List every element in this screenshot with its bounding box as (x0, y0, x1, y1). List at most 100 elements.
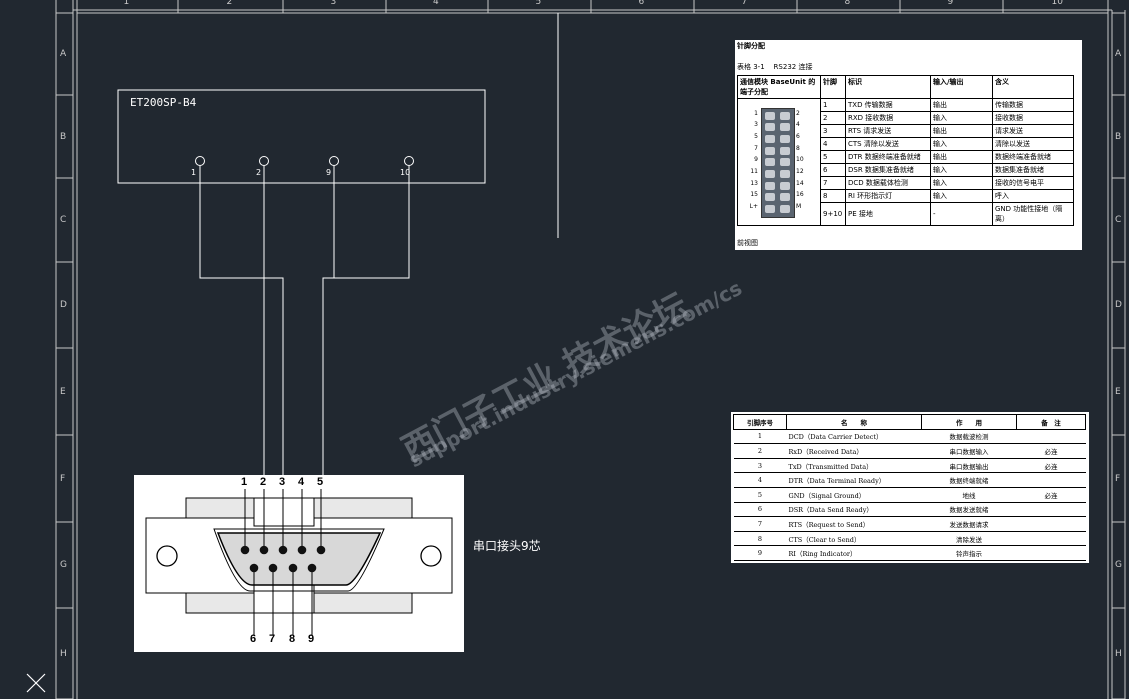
module-pin-label-2: 2 (256, 168, 262, 177)
pin-table-cell: 接收的信号电平 (992, 176, 1074, 190)
terminal-slot (780, 193, 790, 202)
signal-table-cell: 数据载波检测 (921, 429, 1017, 445)
pin-assignment-panel[interactable]: 针脚分配 表格 3-1 RS232 连接 通信模块 BaseUnit 的端子分配… (735, 40, 1082, 250)
terminal-slot (765, 170, 775, 178)
pin-table-cell: 5 (820, 150, 846, 164)
pin-table-cell: CTS 清除以发送 (845, 137, 931, 151)
signal-table-cell (1016, 531, 1086, 547)
pin-table-cell: 输出 (930, 98, 993, 112)
signal-table-cell (1016, 502, 1086, 518)
pin-header-terminal: 通信模块 BaseUnit 的端子分配 (737, 75, 821, 99)
pin-table-cell: 数据终端准备就绪 (992, 150, 1074, 164)
pin-table-cell: - (930, 202, 993, 226)
signal-table-cell: 5 (733, 487, 787, 503)
terminal-slot (780, 146, 790, 155)
frame-col-label: 3 (330, 0, 337, 7)
signal-table-cell (1016, 545, 1086, 561)
signal-table-cell: 串口数据输出 (921, 458, 1017, 474)
pin-table-cell: 接收数据 (992, 111, 1074, 125)
pin-table-cell: 4 (820, 137, 846, 151)
pin-header-id: 标识 (845, 75, 931, 99)
terminal-slot (765, 111, 775, 120)
terminal-number-right: M (796, 203, 802, 211)
pin-table-cell: PE 接地 (845, 202, 931, 226)
pin-table-cell: RI 环形指示灯 (845, 189, 931, 203)
signal-table-cell: RTS（Request to Send） (786, 516, 922, 532)
pin-table-cell: RTS 请求发送 (845, 124, 931, 138)
close-icon[interactable] (26, 673, 46, 693)
pin-table-cell: 输入 (930, 189, 993, 203)
signal-table-cell (1016, 516, 1086, 532)
pin-table-cell: 输入 (930, 176, 993, 190)
signal-header-note: 备 注 (1016, 414, 1086, 430)
signal-header-function: 作 用 (921, 414, 1017, 430)
terminal-slot (765, 205, 775, 214)
signal-table-cell: 9 (733, 545, 787, 561)
frame-row-label: B (60, 131, 67, 142)
terminal-number-right: 4 (796, 121, 800, 129)
signal-table-cell: CTS（Clear to Send） (786, 531, 922, 547)
pin-header-pin: 针脚 (820, 75, 846, 99)
wire-pin1-gnd-group (199, 166, 284, 478)
pin-table-cell: 1 (820, 98, 846, 112)
module-box[interactable] (117, 89, 486, 184)
signal-table-cell: DTR（Data Terminal Ready） (786, 472, 922, 488)
frame-ticks (56, 0, 1125, 699)
pin-table-footer: 前视图 (737, 239, 758, 247)
pin-header-meaning: 含义 (992, 75, 1074, 99)
terminal-slot (780, 158, 790, 167)
pin-table-cell: 清除以发送 (992, 137, 1074, 151)
pin-table-cell: 2 (820, 111, 846, 125)
db9-connector-image[interactable]: 1 2 3 4 5 6 7 8 9 (134, 475, 464, 652)
title-frame (55, 0, 1126, 699)
signal-table-cell: DSR（Data Send Ready） (786, 502, 922, 518)
db9-pin-label-9: 9 (308, 633, 315, 645)
module-pin-10-circle (404, 156, 414, 166)
terminal-number-left: 5 (754, 132, 758, 140)
frame-col-label: 9 (947, 0, 954, 7)
signal-table-cell: 1 (733, 429, 787, 445)
signal-table-cell: 数据终端就绪 (921, 472, 1017, 488)
signal-table-cell: 铃声指示 (921, 545, 1017, 561)
signal-table-cell: 必连 (1016, 487, 1086, 503)
wire-pin10-gnd-group (322, 166, 410, 478)
terminal-slot (780, 170, 790, 178)
module-pin-label-9: 9 (326, 168, 332, 177)
frame-col-label: 4 (433, 0, 439, 7)
db9-pin-label-8: 8 (289, 633, 296, 645)
terminal-number-left: 7 (754, 144, 758, 152)
terminal-number-right: 10 (796, 156, 804, 164)
signal-table-cell: 发送数据请求 (921, 516, 1017, 532)
pin-table-cell: 输入 (930, 163, 993, 177)
db9-pin-label-7: 7 (269, 633, 276, 645)
terminal-slot (765, 158, 775, 167)
pin-table-header: 通信模块 BaseUnit 的端子分配 针脚 标识 输入/输出 含义 (737, 75, 1074, 99)
db9-pin-label-5: 5 (317, 476, 324, 488)
terminal-slot (765, 146, 775, 155)
pin-table-cell: 请求发送 (992, 124, 1074, 138)
db9-connector-drawing (145, 489, 453, 635)
pin-section-title: 针脚分配 (737, 42, 765, 50)
pin-table-cell: DCD 数据载体检测 (845, 176, 931, 190)
terminal-number-left: L+ (749, 203, 758, 211)
frame-col-label: 8 (844, 0, 851, 7)
frame-row-label: F (60, 473, 66, 484)
signal-header-name: 名 称 (786, 414, 922, 430)
pin-table-cell: DTR 数据终端准备就绪 (845, 150, 931, 164)
signal-table-cell: 必连 (1016, 458, 1086, 474)
terminal-number-left: 11 (750, 168, 758, 175)
frame-row-label: A (60, 49, 67, 59)
signal-table-cell: DCD（Data Carrier Detect） (786, 429, 922, 445)
